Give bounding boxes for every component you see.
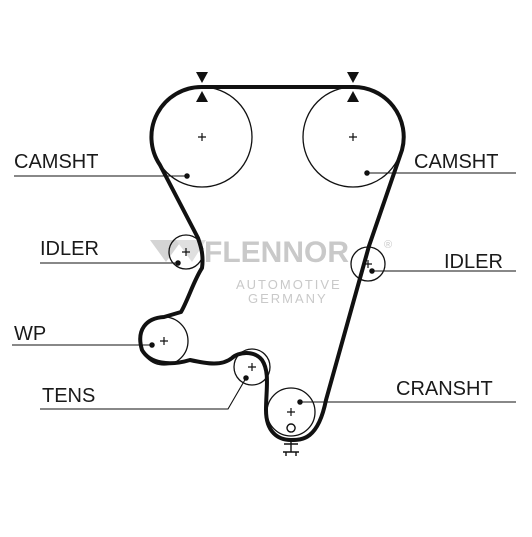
- label-idler-left: IDLER: [40, 238, 99, 260]
- timing-mark-right-bottom: [347, 91, 359, 102]
- watermark-logo: [150, 240, 206, 262]
- leader-dot-crankshaft: [297, 399, 303, 405]
- label-crankshaft: CRANSHT: [396, 378, 493, 400]
- timing-mark-right-top: [347, 72, 359, 83]
- label-tensioner: TENS: [42, 385, 96, 407]
- label-idler-right: IDLER: [444, 251, 503, 273]
- leader-dot-tensioner: [243, 375, 249, 381]
- watermark-brand: FLENNOR: [204, 236, 349, 269]
- leader-dot-camshaft-left: [184, 173, 190, 179]
- label-camshaft-right: CAMSHT: [414, 151, 499, 173]
- leader-dot-camshaft-right: [364, 170, 370, 176]
- timing-belt: [138, 84, 406, 442]
- watermark-v-mark: [150, 240, 182, 262]
- watermark-tagline-automotive: AUTOMOTIVE: [236, 277, 342, 292]
- tensioner-pulley: [233, 348, 271, 386]
- watermark-registered-mark: ®: [384, 239, 393, 251]
- leader-dot-idler-right: [369, 268, 375, 274]
- label-camshaft-left: CAMSHT: [14, 151, 99, 173]
- crankshaft-key-icon: [283, 423, 299, 456]
- leader-dot-water-pump: [149, 342, 155, 348]
- label-water-pump: WP: [14, 323, 47, 345]
- timing-mark-left-bottom: [196, 91, 208, 102]
- leader-dot-idler-left: [175, 260, 181, 266]
- leader-lines: [12, 170, 516, 410]
- watermark-tagline-germany: GERMANY: [248, 291, 328, 306]
- timing-mark-left-top: [196, 72, 208, 83]
- timing-marks: [196, 72, 359, 102]
- leader-tensioner: [40, 377, 247, 410]
